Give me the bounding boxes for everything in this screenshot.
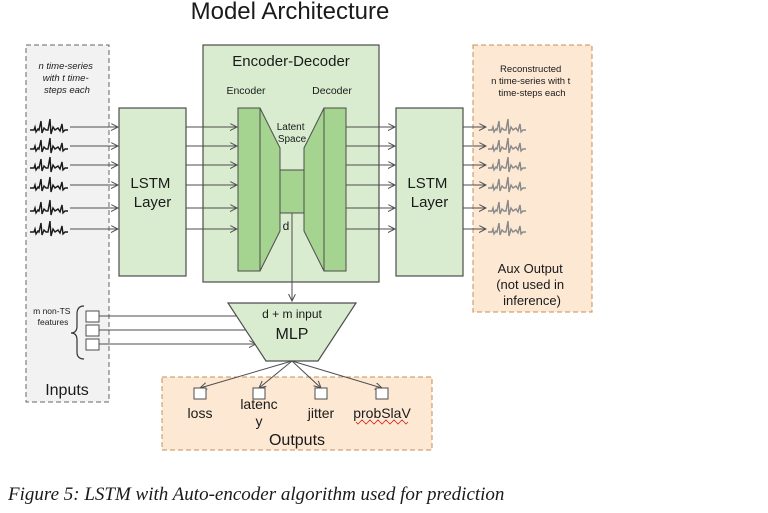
input-timeseries-4 xyxy=(30,176,68,193)
output-box-4 xyxy=(375,387,389,400)
diagram-title: Model Architecture xyxy=(191,0,390,25)
input-timeseries-1 xyxy=(30,118,68,135)
mlp-input-label: d + m input xyxy=(262,307,322,321)
input-timeseries-6 xyxy=(30,220,68,237)
output-label-3: jitter xyxy=(307,405,335,421)
reconstructed-timeseries-4 xyxy=(488,176,526,193)
input-series-group xyxy=(30,118,68,237)
nonts-feature-box-2 xyxy=(85,324,100,337)
mlp-block xyxy=(226,302,358,362)
input-timeseries-3 xyxy=(30,156,68,173)
aux-output-panel xyxy=(472,44,593,313)
lstm-layer-left xyxy=(118,107,187,277)
encoder-input-layer xyxy=(237,107,261,272)
mlp-to-output-arrow-3 xyxy=(291,360,321,388)
nonts-feature-box-3 xyxy=(85,338,100,351)
input-timeseries-5 xyxy=(30,199,68,216)
inputs-label: Inputs xyxy=(45,382,89,399)
inputs-description: n time-series with t time- steps each xyxy=(38,61,95,96)
nonts-brace xyxy=(70,305,85,360)
mlp-to-output-arrow-2 xyxy=(259,360,293,388)
output-label-1: loss xyxy=(188,405,213,421)
reconstructed-timeseries-6 xyxy=(488,220,526,237)
encoder-label: Encoder xyxy=(226,85,266,97)
encoder-decoder-block xyxy=(202,44,380,283)
reconstructed-timeseries-1 xyxy=(488,118,526,135)
reconstructed-timeseries-5 xyxy=(488,199,526,216)
figure-caption: Figure 5: LSTM with Auto-encoder algorit… xyxy=(8,484,505,505)
nonts-features-label: m non-TS features xyxy=(33,306,73,327)
output-box-3 xyxy=(314,387,328,400)
aux-description: Reconstructed n time-series with t time-… xyxy=(491,64,573,99)
lstm-layer-left-label: LSTM Layer xyxy=(130,175,174,211)
mlp-to-output-arrow-4 xyxy=(291,360,382,388)
mlp-fanout-lines xyxy=(200,360,382,388)
encoder-funnel xyxy=(259,107,281,272)
latent-space-label: Latent Space xyxy=(277,122,308,145)
lstm-layer-right xyxy=(395,107,464,277)
decoder-label: Decoder xyxy=(312,85,352,97)
output-label-4: probSlaV xyxy=(353,405,411,421)
aux-output-label: Aux Output (not used in inference) xyxy=(496,261,568,308)
decoder-output-layer xyxy=(323,107,347,272)
input-timeseries-2 xyxy=(30,137,68,154)
nonts-feature-box-1 xyxy=(85,310,100,323)
reconstructed-timeseries-2 xyxy=(488,137,526,154)
encoder-decoder-title: Encoder-Decoder xyxy=(232,53,350,70)
reconstructed-series-group xyxy=(488,118,526,237)
outputs-label: Outputs xyxy=(269,432,325,449)
flow-arrows xyxy=(70,127,486,344)
lstm-layer-right-label: LSTM Layer xyxy=(407,175,451,211)
output-box-2 xyxy=(252,387,266,400)
reconstructed-timeseries-3 xyxy=(488,156,526,173)
output-box-1 xyxy=(193,387,207,400)
spellcheck-underline xyxy=(355,419,409,425)
latent-space-layer xyxy=(279,169,305,214)
mlp-label: MLP xyxy=(276,326,309,343)
mlp-to-output-arrow-1 xyxy=(200,360,293,388)
latent-d-label: d xyxy=(283,219,290,233)
